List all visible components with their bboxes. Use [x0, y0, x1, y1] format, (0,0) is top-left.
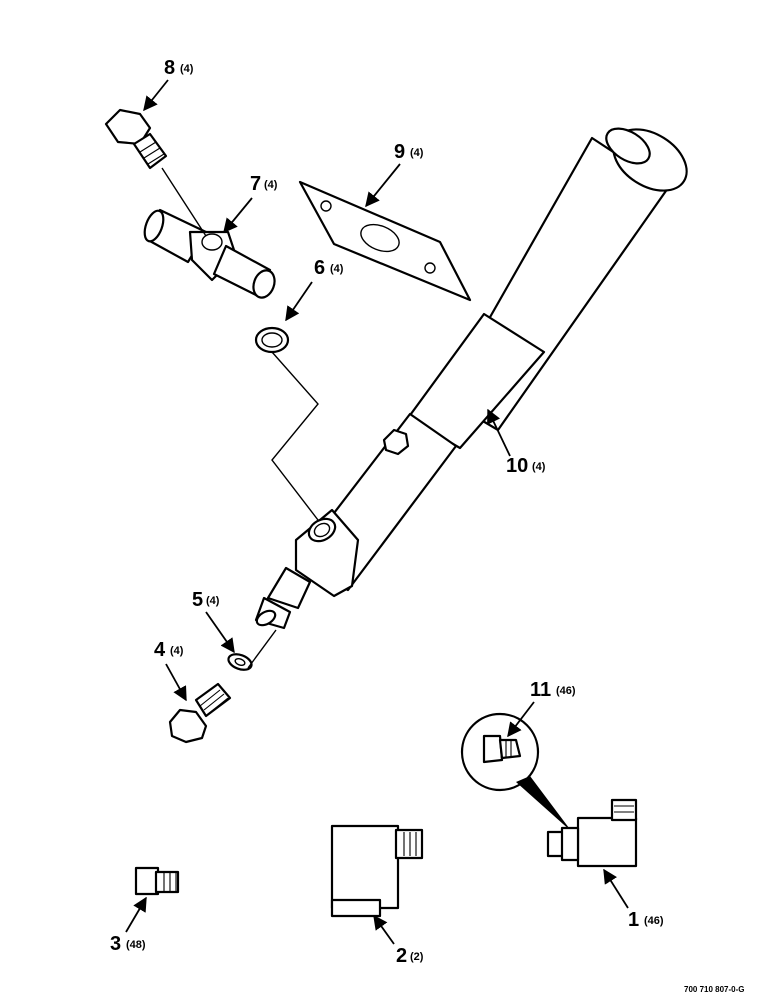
svg-text:11: 11 [530, 679, 551, 701]
svg-text:10: 10 [506, 455, 528, 477]
assembly-lines [161, 167, 319, 669]
part-11-detail-fitting [460, 712, 572, 832]
svg-text:(4): (4) [180, 63, 194, 75]
part-7-tee-fitting [143, 208, 276, 299]
svg-text:(46): (46) [644, 915, 664, 927]
svg-text:3: 3 [110, 933, 121, 955]
part-4-hex-bolt [168, 682, 232, 744]
part-3-straight-adapter [134, 866, 180, 896]
part-5-washer [227, 653, 253, 671]
callout-4: 4 (4) [154, 639, 187, 702]
callout-11: 11 (46) [507, 679, 576, 738]
callout-8: 8 (4) [143, 57, 194, 112]
svg-text:1: 1 [628, 909, 639, 931]
svg-text:2: 2 [396, 945, 407, 967]
svg-text:9: 9 [394, 141, 405, 163]
svg-text:(46): (46) [556, 685, 576, 697]
svg-text:(4): (4) [206, 595, 220, 607]
callout-10: 10 (4) [487, 408, 546, 477]
part-6-o-ring [254, 326, 290, 354]
svg-text:8: 8 [164, 57, 175, 79]
svg-text:(48): (48) [126, 939, 146, 951]
part-9-mounting-plate [298, 180, 472, 302]
svg-text:4: 4 [154, 639, 166, 661]
document-code: 700 710 807-0-G [684, 985, 745, 994]
svg-text:(4): (4) [330, 263, 344, 275]
callout-1: 1 (46) [603, 868, 664, 931]
svg-text:(4): (4) [410, 147, 424, 159]
callout-3: 3 (48) [110, 896, 147, 955]
part-10-tube-assembly [254, 127, 688, 630]
part-2-long-elbow [330, 824, 424, 918]
svg-text:6: 6 [314, 257, 325, 279]
svg-text:(4): (4) [170, 645, 184, 657]
callout-5: 5 (4) [192, 589, 235, 654]
part-8-elbow-fitting [104, 108, 168, 170]
svg-text:5: 5 [192, 589, 203, 611]
callout-6: 6 (4) [285, 257, 344, 322]
svg-text:(4): (4) [264, 179, 278, 191]
svg-text:7: 7 [250, 173, 261, 195]
callout-7: 7 (4) [223, 173, 278, 234]
callout-9: 9 (4) [365, 141, 424, 208]
part-1-elbow-adapter [546, 798, 638, 868]
svg-text:(4): (4) [532, 461, 546, 473]
callout-2: 2 (2) [373, 914, 424, 967]
svg-text:(2): (2) [410, 951, 424, 963]
